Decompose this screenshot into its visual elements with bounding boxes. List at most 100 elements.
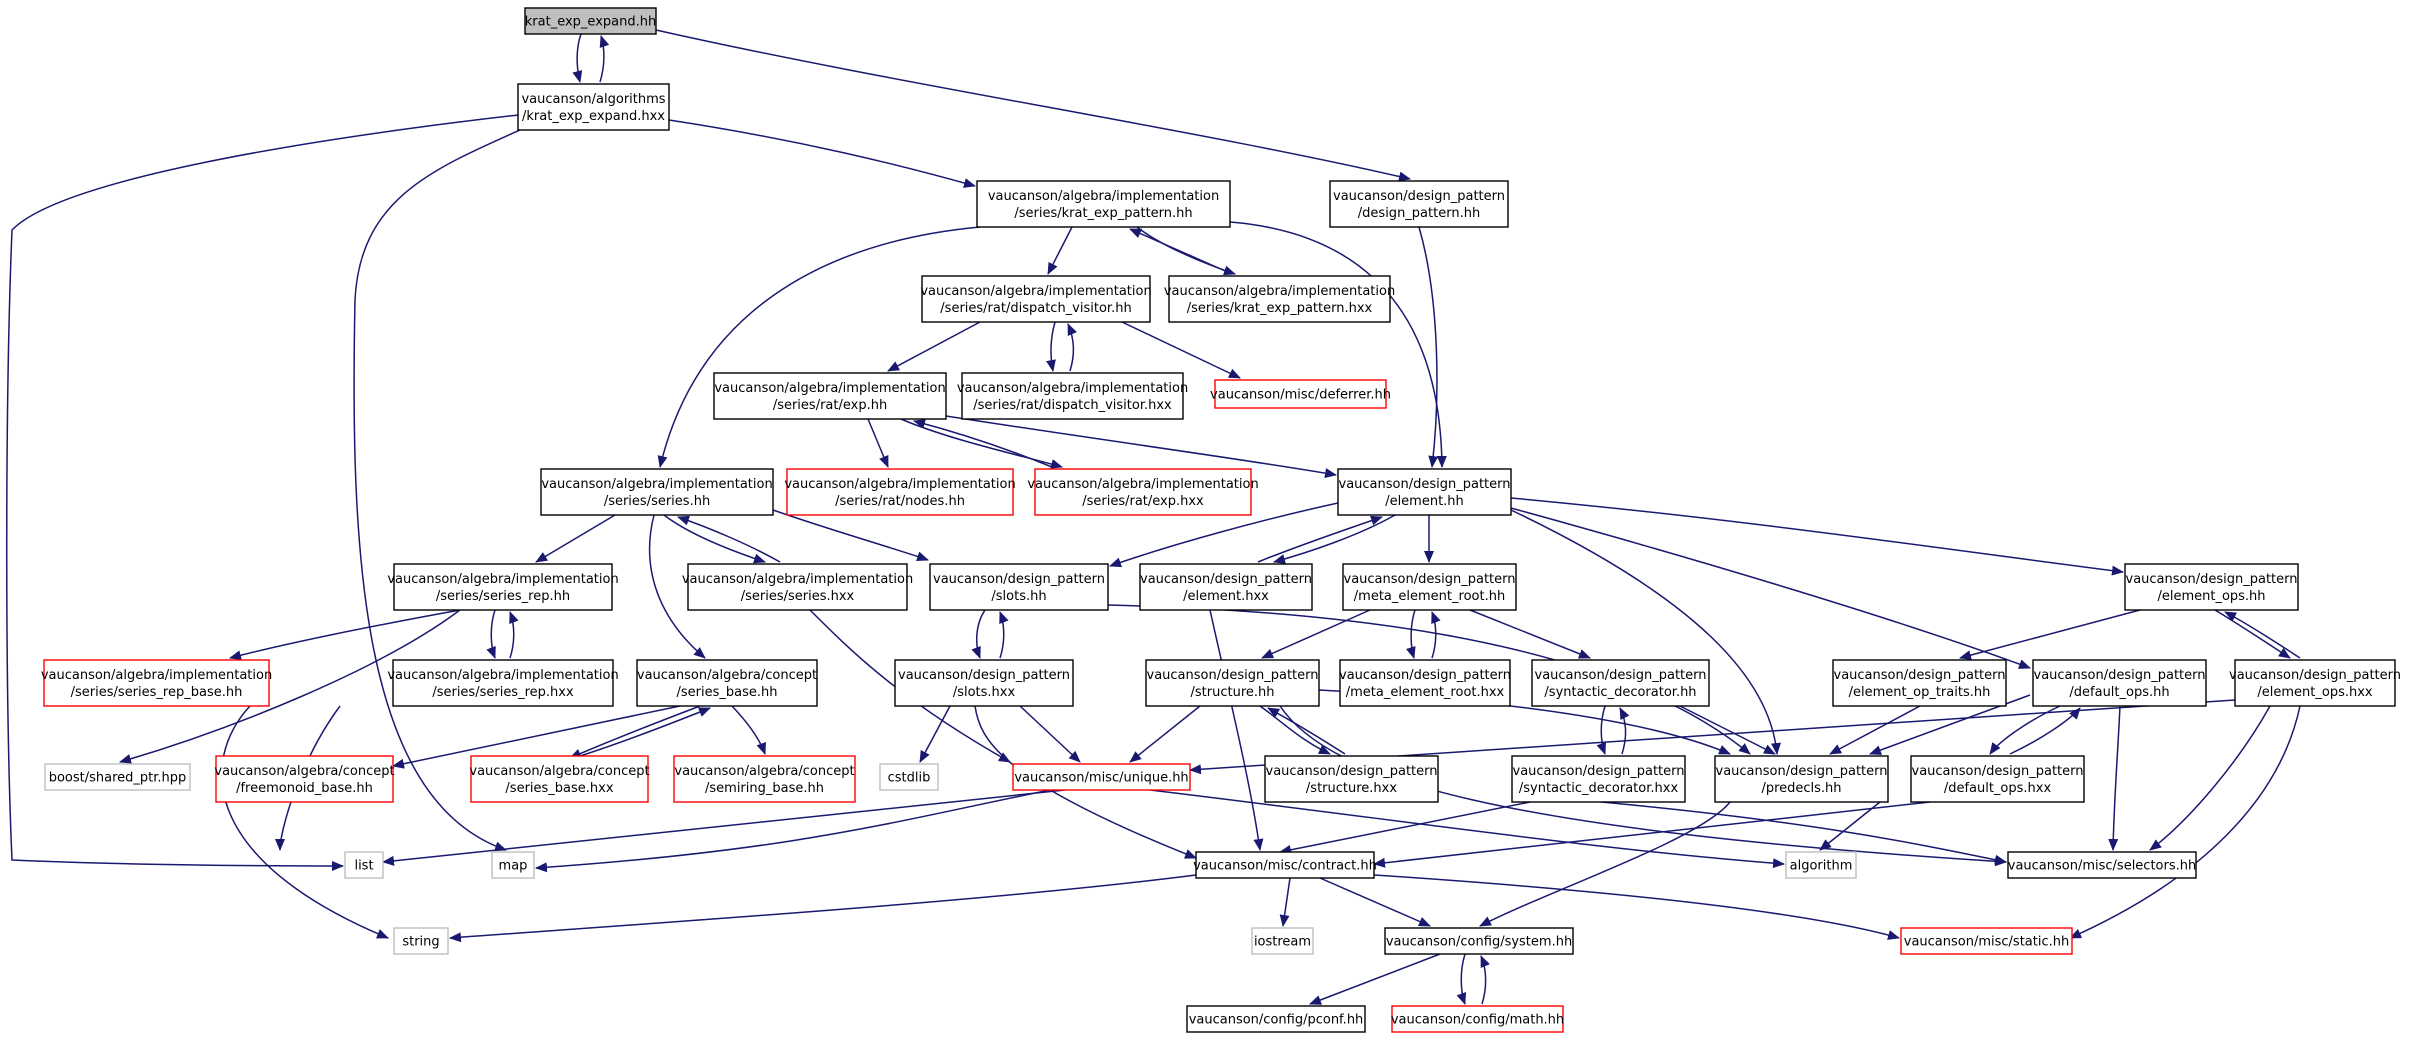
node-label: vaucanson/algebra/concept bbox=[674, 764, 854, 779]
file-node[interactable]: vaucanson/design_pattern/syntactic_decor… bbox=[1511, 755, 1686, 803]
file-node: iostream bbox=[1251, 927, 1314, 955]
node-label: /element.hh bbox=[1385, 494, 1464, 509]
file-node[interactable]: vaucanson/misc/static.hh bbox=[1900, 927, 2073, 955]
dependency-edge bbox=[579, 707, 711, 757]
file-node[interactable]: vaucanson/misc/contract.hh bbox=[1193, 851, 1377, 879]
dependency-edge bbox=[382, 789, 1066, 866]
node-label: /element_ops.hh bbox=[2157, 589, 2265, 604]
dependency-edge bbox=[887, 321, 981, 372]
file-node[interactable]: vaucanson/design_pattern/design_pattern.… bbox=[1329, 180, 1509, 228]
file-node[interactable]: vaucanson/design_pattern/default_ops.hh bbox=[2032, 659, 2207, 707]
file-node[interactable]: vaucanson/design_pattern/syntactic_decor… bbox=[1531, 659, 1710, 707]
file-node[interactable]: vaucanson/algebra/implementation/series/… bbox=[957, 372, 1188, 420]
file-node[interactable]: vaucanson/design_pattern/element_ops.hh bbox=[2124, 563, 2299, 611]
node-label: vaucanson/algebra/implementation bbox=[682, 572, 913, 587]
dependency-edge bbox=[867, 418, 889, 468]
file-node[interactable]: vaucanson/design_pattern/predecls.hh bbox=[1714, 755, 1889, 803]
file-node[interactable]: vaucanson/misc/selectors.hh bbox=[2007, 851, 2197, 879]
file-node[interactable]: vaucanson/misc/deferrer.hh bbox=[1210, 379, 1391, 409]
file-node[interactable]: vaucanson/algebra/implementation/series/… bbox=[41, 659, 272, 707]
node-label: /default_ops.hh bbox=[2069, 685, 2169, 700]
node-label: /series/krat_exp_pattern.hh bbox=[1014, 206, 1192, 221]
dependency-edge bbox=[449, 874, 1197, 943]
file-node: algorithm bbox=[1785, 851, 1857, 879]
file-node[interactable]: vaucanson/algebra/implementation/series/… bbox=[387, 659, 619, 707]
node-label: cstdlib bbox=[888, 771, 931, 786]
node-label: /element_ops.hxx bbox=[2257, 685, 2373, 700]
file-node[interactable]: vaucanson/algebra/implementation/series/… bbox=[976, 180, 1231, 228]
node-label: /series/rat/exp.hh bbox=[773, 398, 887, 413]
node-label: /series/series_rep_base.hh bbox=[71, 685, 243, 700]
file-node[interactable]: vaucanson/algebra/implementation/series/… bbox=[540, 468, 774, 516]
file-node[interactable]: vaucanson/algebra/implementation/series/… bbox=[1164, 275, 1395, 323]
nodes: krat_exp_expand.hhvaucanson/algorithms/k… bbox=[41, 7, 2401, 1033]
dependency-edge bbox=[731, 705, 767, 755]
dependency-edge bbox=[648, 514, 706, 659]
file-node[interactable]: vaucanson/design_pattern/slots.hh bbox=[929, 563, 1109, 611]
node-label: vaucanson/algorithms bbox=[521, 92, 665, 107]
file-node[interactable]: vaucanson/algebra/implementation/series/… bbox=[920, 275, 1152, 323]
node-box bbox=[1531, 659, 1710, 707]
node-box bbox=[1186, 1005, 1366, 1033]
node-label: vaucanson/algebra/implementation bbox=[1164, 284, 1395, 299]
file-node[interactable]: vaucanson/config/pconf.hh bbox=[1186, 1005, 1366, 1033]
dependency-edge bbox=[229, 609, 461, 661]
node-label: /meta_element_root.hxx bbox=[1346, 685, 1505, 700]
node-label: vaucanson/design_pattern bbox=[1834, 668, 2006, 683]
node-box bbox=[1342, 563, 1517, 611]
node-label: vaucanson/algebra/implementation bbox=[784, 477, 1015, 492]
file-node[interactable]: vaucanson/algebra/concept/series_base.hh bbox=[636, 659, 818, 707]
file-node[interactable]: vaucanson/algebra/implementation/series/… bbox=[387, 563, 619, 611]
node-label: vaucanson/algebra/implementation bbox=[920, 284, 1151, 299]
dependency-edge bbox=[655, 29, 1411, 182]
file-node[interactable]: vaucanson/design_pattern/structure.hh bbox=[1145, 659, 1320, 707]
file-node[interactable]: vaucanson/algebra/implementation/series/… bbox=[1027, 468, 1259, 516]
node-label: vaucanson/design_pattern bbox=[2034, 668, 2206, 683]
dependency-edge bbox=[1819, 801, 1881, 851]
node-label: /slots.hh bbox=[991, 589, 1046, 604]
file-node[interactable]: vaucanson/design_pattern/element.hxx bbox=[1139, 563, 1313, 611]
file-node[interactable]: vaucanson/design_pattern/element_ops.hxx bbox=[2229, 659, 2401, 707]
node-box bbox=[1832, 659, 2007, 707]
node-box bbox=[1910, 755, 2085, 803]
node-label: /syntactic_decorator.hxx bbox=[1519, 781, 1679, 796]
dependency-edge bbox=[6, 114, 519, 871]
dependency-edge bbox=[1279, 801, 1531, 855]
file-node[interactable]: vaucanson/algebra/implementation/series/… bbox=[682, 563, 913, 611]
node-box bbox=[673, 755, 856, 803]
dependency-edge bbox=[919, 705, 951, 763]
node-box bbox=[713, 372, 947, 420]
file-node[interactable]: vaucanson/design_pattern/slots.hxx bbox=[894, 659, 1074, 707]
file-node[interactable]: vaucanson/misc/unique.hh bbox=[1012, 763, 1191, 791]
dependency-edge bbox=[913, 418, 1053, 468]
file-node[interactable]: vaucanson/design_pattern/meta_element_ro… bbox=[1342, 563, 1517, 611]
file-node[interactable]: vaucanson/algebra/concept/semiring_base.… bbox=[673, 755, 856, 803]
file-node[interactable]: vaucanson/design_pattern/element.hh bbox=[1337, 468, 1512, 516]
file-node[interactable]: vaucanson/algorithms/krat_exp_expand.hxx bbox=[517, 83, 670, 131]
file-node[interactable]: vaucanson/design_pattern/default_ops.hxx bbox=[1910, 755, 2085, 803]
file-node[interactable]: vaucanson/algebra/implementation/series/… bbox=[784, 468, 1016, 516]
node-label: vaucanson/design_pattern bbox=[1339, 668, 1511, 683]
node-box bbox=[636, 659, 818, 707]
dependency-edge bbox=[657, 226, 981, 468]
dependency-edge bbox=[1121, 321, 1241, 379]
node-box bbox=[1384, 927, 1574, 955]
file-node[interactable]: vaucanson/design_pattern/structure.hxx bbox=[1264, 755, 1439, 803]
dependency-edge bbox=[1959, 609, 2141, 660]
file-node[interactable]: vaucanson/algebra/concept/freemonoid_bas… bbox=[214, 755, 395, 803]
file-node[interactable]: vaucanson/algebra/implementation/series/… bbox=[713, 372, 947, 420]
dependency-edge bbox=[1047, 226, 1073, 275]
dependency-edge bbox=[2214, 609, 2291, 659]
node-label: /series/rat/exp.hxx bbox=[1082, 494, 1204, 509]
dependency-edge bbox=[1319, 877, 1431, 927]
node-label: vaucanson/algebra/implementation bbox=[541, 477, 772, 492]
dependency-edge bbox=[1046, 321, 1056, 372]
file-node[interactable]: vaucanson/algebra/concept/series_base.hx… bbox=[469, 755, 650, 803]
file-node[interactable]: vaucanson/design_pattern/element_op_trai… bbox=[1832, 659, 2007, 707]
node-label: /design_pattern.hh bbox=[1358, 206, 1480, 221]
file-node[interactable]: vaucanson/design_pattern/meta_element_ro… bbox=[1339, 659, 1511, 707]
file-node[interactable]: vaucanson/config/math.hh bbox=[1391, 1005, 1564, 1033]
file-node[interactable]: vaucanson/config/system.hh bbox=[1384, 927, 1574, 955]
node-box bbox=[786, 468, 1014, 516]
